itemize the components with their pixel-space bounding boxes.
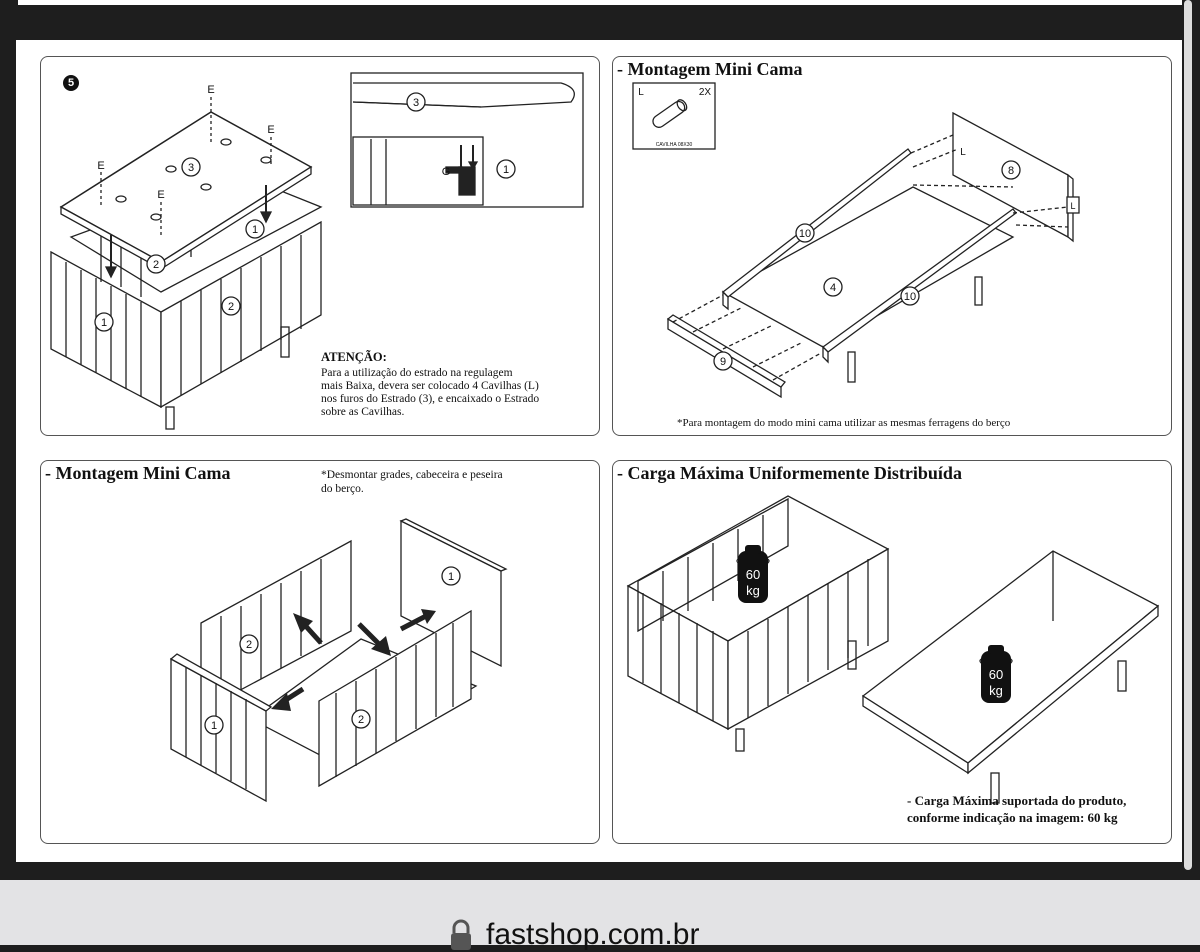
attention-line: sobre as Cavilhas. <box>321 406 405 418</box>
weight-value: 60 <box>746 567 760 582</box>
part-number: 2 <box>358 714 364 726</box>
step5-panel: 5 <box>40 56 600 436</box>
address-url[interactable]: fastshop.com.br <box>448 918 699 952</box>
part-number: 1 <box>503 164 509 176</box>
callout-e: E <box>97 160 104 172</box>
part-number: 1 <box>101 317 107 329</box>
max-load-panel: - Carga Máxima Uniformemente Distribuída <box>612 460 1172 844</box>
hardware-quantity: 2X <box>699 87 712 98</box>
side-label: L <box>960 147 966 158</box>
crib-disassembly-illustration: 1 2 2 1 <box>169 518 508 803</box>
hardware-label: CAVILHA 08X30 <box>656 142 693 148</box>
part-number: 10 <box>799 228 811 240</box>
attention-line: Para a utilização do estrado na regulage… <box>321 367 513 379</box>
weight-unit: kg <box>989 683 1003 698</box>
weight-unit: kg <box>746 583 760 598</box>
instruction-page: 5 <box>16 40 1182 862</box>
part-number: 9 <box>720 356 726 368</box>
max-load-illustration: 60 kg 60 kg <box>626 495 1160 804</box>
panel-note: *Desmontar grades, cabeceira e peseira <box>321 469 503 481</box>
part-number: 3 <box>413 97 419 109</box>
lock-icon <box>451 919 471 950</box>
callout-e: E <box>207 84 214 96</box>
part-number: 2 <box>153 259 159 271</box>
side-label: L <box>1070 201 1075 211</box>
panel-note: do berço. <box>321 483 364 495</box>
part-number: 2 <box>228 301 234 313</box>
max-load-note: conforme indicação na imagem: 60 kg <box>907 810 1118 825</box>
callout-e: E <box>157 189 164 201</box>
part-number: 10 <box>904 291 916 303</box>
callout-e: E <box>267 124 274 136</box>
previous-page-edge <box>0 0 1200 22</box>
mini-cama-disassembly-panel: - Montagem Mini Cama *Desmontar grades, … <box>40 460 600 844</box>
attention-title: ATENÇÃO: <box>321 350 387 364</box>
panel-title: - Carga Máxima Uniformemente Distribuída <box>617 463 962 483</box>
step-number-badge: 5 <box>63 75 79 91</box>
part-number: 2 <box>246 639 252 651</box>
url-text: fastshop.com.br <box>486 918 700 951</box>
scrollbar[interactable] <box>1184 0 1192 870</box>
panel-footnote: *Para montagem do modo mini cama utiliza… <box>677 417 1011 429</box>
callout-g: G <box>442 166 451 178</box>
part-number: 1 <box>211 720 217 732</box>
attention-line: mais Baixa, devera ser colocado 4 Cavilh… <box>321 380 539 392</box>
weight-value: 60 <box>989 667 1003 682</box>
part-number: 8 <box>1008 165 1014 177</box>
panel-title: - Montagem Mini Cama <box>617 59 803 79</box>
attention-line: nos furos do Estrado (3), e encaixado o … <box>321 393 540 405</box>
part-number: 4 <box>830 282 836 294</box>
mini-cama-assembly-panel: - Montagem Mini Cama <box>612 56 1172 436</box>
browser-address-bar[interactable] <box>0 880 1200 945</box>
part-number: 1 <box>252 224 258 236</box>
mini-bed-illustration: L 2X CAVILHA 08X30 L L 8 10 4 10 9 <box>632 82 1080 399</box>
panel-title: - Montagem Mini Cama <box>45 463 231 483</box>
part-number: 1 <box>448 571 454 583</box>
part-number: 3 <box>188 162 194 174</box>
hardware-code: L <box>638 87 644 98</box>
max-load-note: - Carga Máxima suportada do produto, <box>907 793 1127 808</box>
crib-base-illustration: 3 1 2 2 1 3 1 E E E E G <box>50 72 584 430</box>
